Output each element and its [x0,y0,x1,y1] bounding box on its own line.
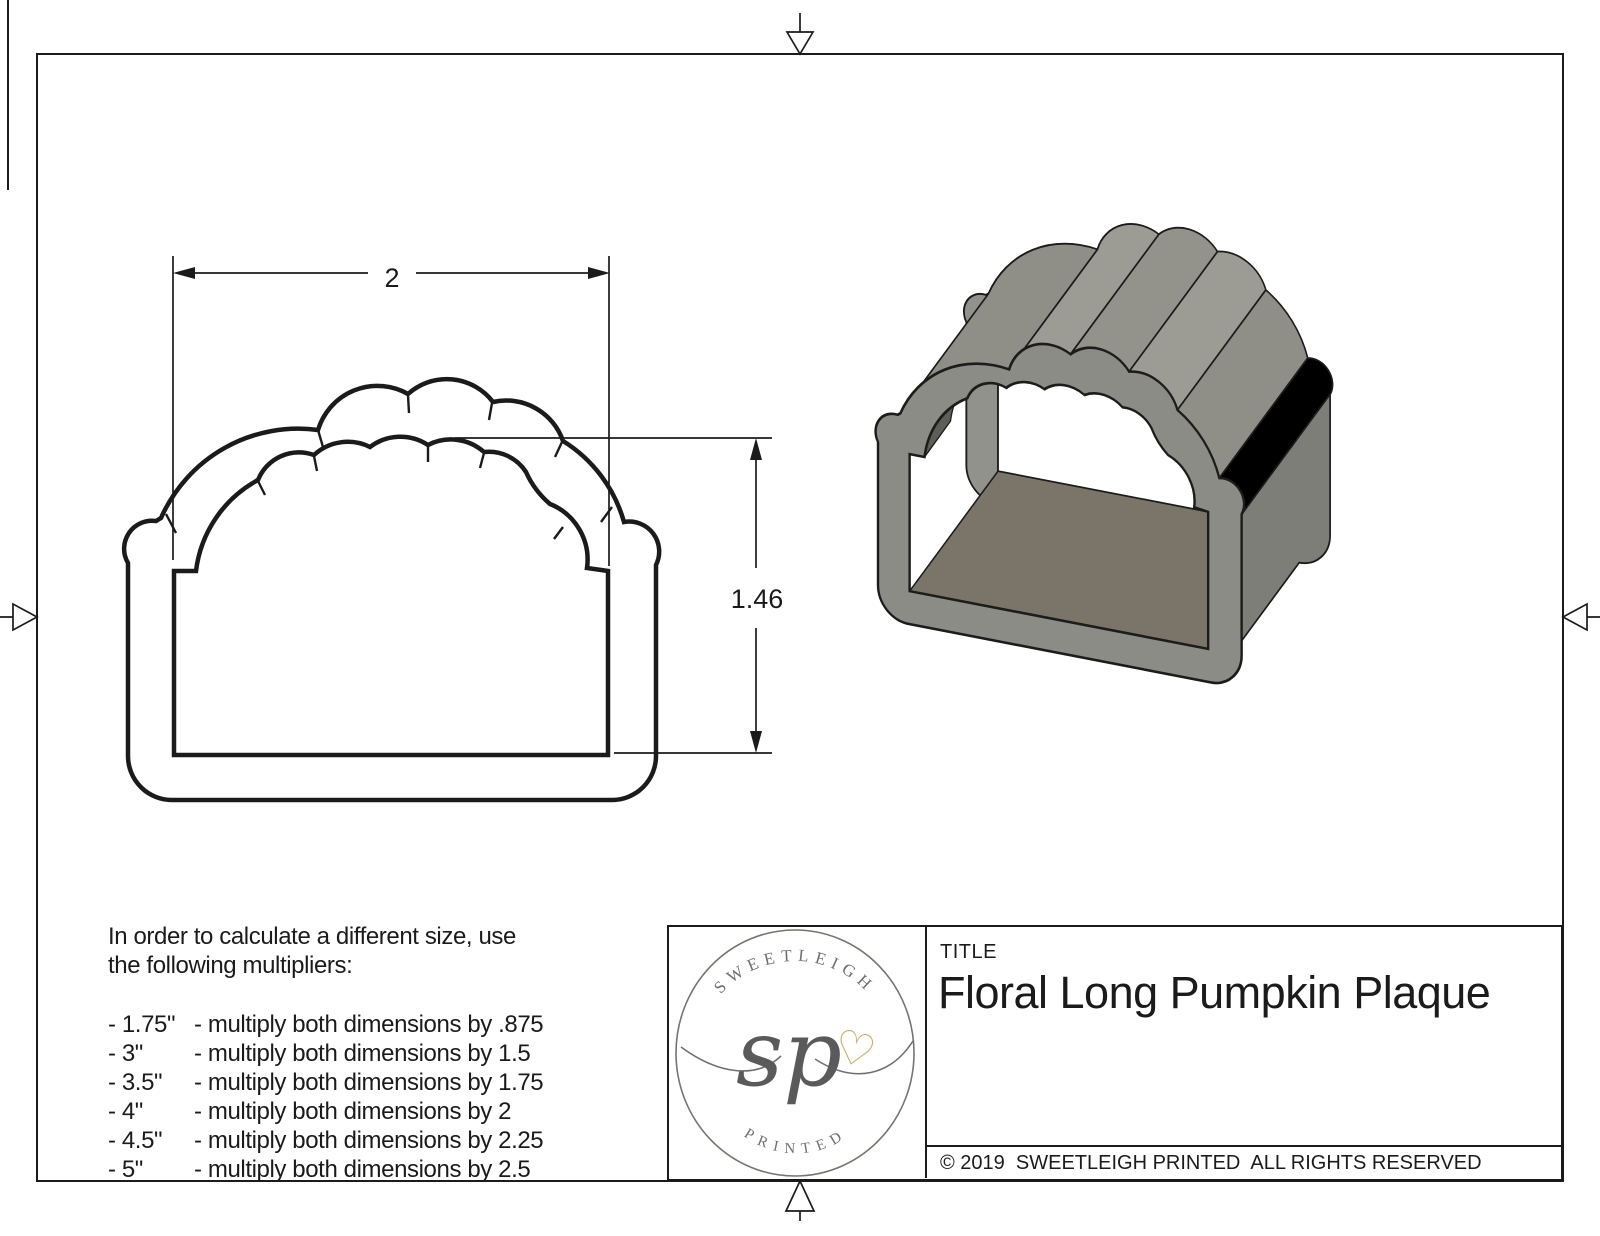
logo-circle [675,929,915,1177]
multiplier-row: - 3" - multiply both dimensions by 1.5 [108,1039,668,1068]
multiplier-rule: - multiply both dimensions by 1.5 [194,1040,531,1067]
multiplier-row: - 4.5" - multiply both dimensions by 2.25 [108,1126,668,1155]
multiplier-size: - 3" [108,1040,143,1067]
sizing-note-intro-line1: In order to calculate a different size, … [108,923,516,950]
multiplier-size: - 3.5" [108,1069,163,1096]
multiplier-row: - 3.5" - multiply both dimensions by 1.75 [108,1068,668,1097]
copyright-cell: © 2019 SWEETLEIGH PRINTED ALL RIGHTS RES… [927,1145,1561,1179]
dimension-height: 1.46 [455,437,784,754]
multiplier-rule: - multiply both dimensions by 2 [194,1098,512,1125]
render-scallop-tubes [899,223,1334,684]
registration-mark-bottom [784,1178,816,1221]
registration-mark-left [0,602,39,632]
registration-mark-top [785,13,815,56]
title-field-label: TITLE [940,941,997,963]
logo-arc-bottom-text: PRINTED [741,1126,843,1158]
title-block: SWEETLEIGH PRINTED sp ♡ TITLE Floral Lon… [667,925,1563,1181]
multiplier-row: - 5" - multiply both dimensions by 2.5 [108,1155,668,1184]
multiplier-rule: - multiply both dimensions by 1.75 [194,1069,544,1096]
render-3d [874,184,1334,691]
sizing-note-intro-line2: the following multipliers: [108,952,353,979]
scallop-tick-marks [164,394,613,540]
logo-cell: SWEETLEIGH PRINTED sp ♡ [669,927,927,1178]
svg-text:PRINTED: PRINTED [741,1126,850,1158]
title-cell: TITLE Floral Long Pumpkin Plaque [927,927,1561,1145]
drawing-2d: 2 1.46 [121,256,784,803]
height-dimension-label: 1.46 [731,584,784,614]
sizing-note: In order to calculate a different size, … [108,922,668,1184]
multiplier-size: - 5" [108,1156,143,1183]
multiplier-row: - 1.75" - multiply both dimensions by .87… [108,1010,668,1039]
width-dimension-label: 2 [384,263,399,293]
multiplier-row: - 4" - multiply both dimensions by 2 [108,1097,668,1126]
logo-swash-right [814,1040,914,1075]
document-title: Floral Long Pumpkin Plaque [938,967,1491,1018]
multiplier-size: - 4" [108,1098,143,1125]
logo-monogram: sp [736,1000,842,1107]
multiplier-rule: - multiply both dimensions by 2.5 [194,1156,531,1183]
inner-outline [171,434,611,758]
brand-logo: SWEETLEIGH PRINTED sp ♡ [675,929,915,1177]
logo-swash-left [680,1046,782,1072]
outer-outline [121,376,662,803]
svg-text:SWEETLEIGH: SWEETLEIGH [710,946,880,997]
dimension-width: 2 [172,256,610,566]
logo-arc-top-text: SWEETLEIGH [710,946,874,997]
copyright-text: © 2019 SWEETLEIGH PRINTED ALL RIGHTS RES… [940,1152,1482,1174]
multiplier-rule: - multiply both dimensions by 2.25 [194,1127,544,1154]
multiplier-size: - 1.75" [108,1011,176,1038]
registration-mark-right [1561,602,1600,632]
multiplier-size: - 4.5" [108,1127,163,1154]
multiplier-rule: - multiply both dimensions by .875 [194,1011,544,1038]
